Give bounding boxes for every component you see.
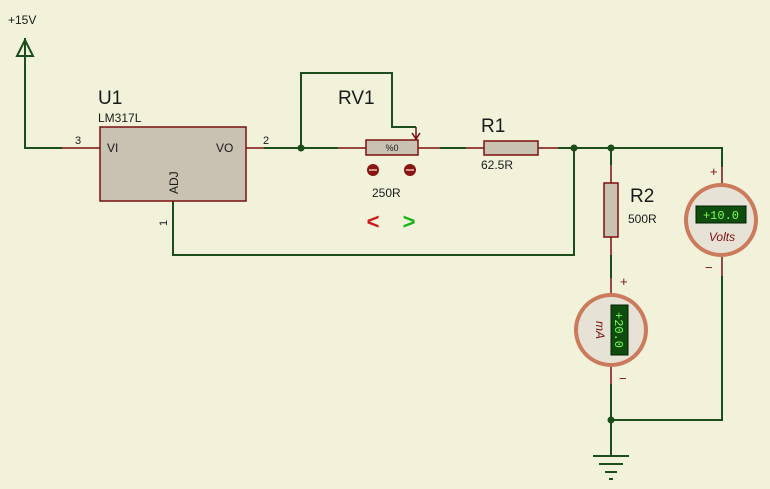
u1-pin-vo-label: VO bbox=[216, 141, 233, 155]
wire-rv1-wiper bbox=[300, 72, 416, 148]
ammeter-minus-mark: − bbox=[619, 371, 627, 386]
wire-adj-feedback bbox=[172, 148, 575, 256]
rv1-increase-button[interactable]: > bbox=[403, 164, 416, 234]
u1-body bbox=[99, 126, 247, 202]
u1-ref: U1 bbox=[98, 88, 122, 109]
rv1-value: 250R bbox=[372, 186, 401, 200]
ammeter-display bbox=[610, 304, 629, 356]
junctions bbox=[297, 144, 615, 424]
r2-value: 500R bbox=[628, 212, 657, 226]
u1-pin-vi-label: VI bbox=[107, 141, 118, 155]
ground-terminal[interactable] bbox=[593, 455, 629, 480]
r2-ref: R2 bbox=[630, 186, 654, 207]
voltmeter-plus-mark: + bbox=[710, 164, 718, 179]
u1-pin2-number: 2 bbox=[263, 135, 269, 147]
ammeter-plus-mark: + bbox=[620, 274, 628, 289]
increase-arrow-icon[interactable]: > bbox=[403, 209, 416, 234]
u1-part: LM317L bbox=[98, 111, 142, 125]
ammeter-rotated-group: +20.0 mA bbox=[593, 304, 629, 356]
u1-pin-adj-label: ADJ bbox=[167, 171, 181, 194]
r2-body bbox=[603, 182, 619, 238]
voltmeter-display bbox=[695, 205, 747, 224]
u1-regulator[interactable]: U1 LM317L VI VO ADJ 3 2 1 bbox=[62, 88, 269, 226]
rv1-decrease-button[interactable]: < bbox=[367, 164, 380, 234]
wiper-arrow-icon bbox=[411, 127, 421, 141]
junction-dot bbox=[607, 416, 615, 424]
wire-supply-to-vi bbox=[24, 58, 62, 149]
rv1-ref: RV1 bbox=[338, 88, 375, 109]
junction-dot bbox=[297, 144, 305, 152]
junction-dot bbox=[607, 144, 615, 152]
wire-r1-to-voltmeter bbox=[558, 147, 723, 167]
rv1-setting: %0 bbox=[385, 143, 398, 153]
rv1-potentiometer[interactable]: %0 RV1 250R < > bbox=[338, 88, 440, 234]
u1-pin1-number: 1 bbox=[158, 220, 170, 226]
r1-value: 62.5R bbox=[481, 158, 513, 172]
voltmeter[interactable]: +10.0 Volts + − bbox=[684, 164, 758, 276]
power-label: +15V bbox=[8, 13, 36, 27]
voltmeter-minus-mark: − bbox=[705, 260, 713, 275]
ammeter-reading: +20.0 bbox=[611, 312, 625, 348]
r1-body bbox=[483, 140, 539, 156]
power-terminal[interactable]: +15V bbox=[8, 13, 36, 58]
ground-icon bbox=[593, 455, 629, 480]
ammeter-unit: mA bbox=[593, 321, 607, 339]
wire-voltmeter-to-ground bbox=[611, 276, 723, 421]
ammeter[interactable]: +20.0 mA + − bbox=[574, 274, 648, 386]
voltmeter-unit: Volts bbox=[709, 230, 735, 244]
r2-resistor[interactable]: R2 500R bbox=[603, 165, 657, 255]
r1-resistor[interactable]: R1 62.5R bbox=[466, 116, 558, 172]
junction-dot bbox=[570, 144, 578, 152]
r1-ref: R1 bbox=[481, 116, 505, 137]
decrease-arrow-icon[interactable]: < bbox=[367, 209, 380, 234]
u1-pin3-number: 3 bbox=[75, 135, 81, 147]
rv1-body bbox=[365, 139, 419, 156]
power-arrow-icon bbox=[15, 37, 35, 58]
voltmeter-reading: +10.0 bbox=[703, 209, 739, 223]
